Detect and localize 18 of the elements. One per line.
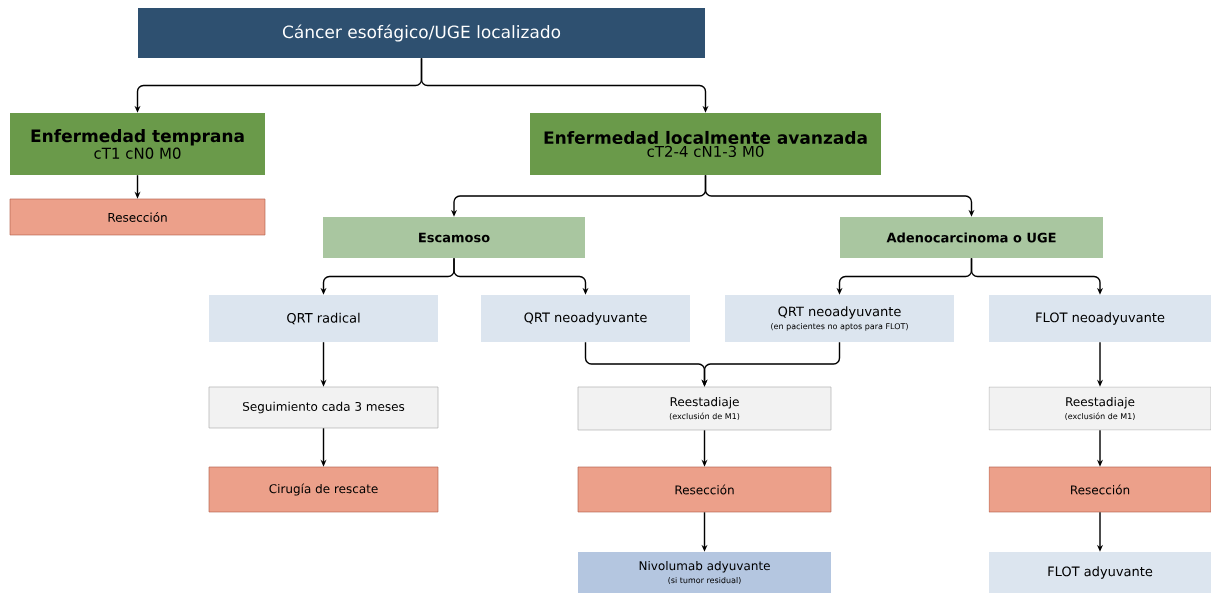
surgery-box: Cirugía de rescate [208, 466, 439, 513]
surgery-box: Resección [9, 198, 266, 236]
step-box: Reestadiaje (exclusión de M1) [988, 386, 1211, 431]
treatment-box: QRT neoadyuvante [481, 295, 690, 342]
category-box: Enfermedad temprana cT1 cN0 M0 [10, 113, 265, 175]
treatment-box: QRT radical [209, 295, 438, 342]
treatment-box: FLOT adyuvante [989, 552, 1211, 593]
step-box: Seguimiento cada 3 meses [208, 386, 439, 429]
subtype-box: Escamoso [323, 217, 585, 258]
category-box: Enfermedad localmente avanzada cT2-4 cN1-3 M0 [530, 113, 881, 175]
treatment-box: FLOT neoadyuvante [989, 295, 1211, 342]
treatment-box: QRT neoadyuvante (en pacientes no aptos para FLOT) [725, 295, 954, 342]
surgery-box: Resección [988, 466, 1211, 513]
treatment-box: Nivolumab adyuvante (si tumor residual) [578, 552, 831, 593]
subtype-box: Adenocarcinoma o UGE [840, 217, 1103, 258]
title-box: Cáncer esofágico/UGE localizado [138, 8, 705, 58]
surgery-box: Resección [577, 466, 832, 513]
step-box: Reestadiaje (exclusión de M1) [577, 386, 832, 431]
